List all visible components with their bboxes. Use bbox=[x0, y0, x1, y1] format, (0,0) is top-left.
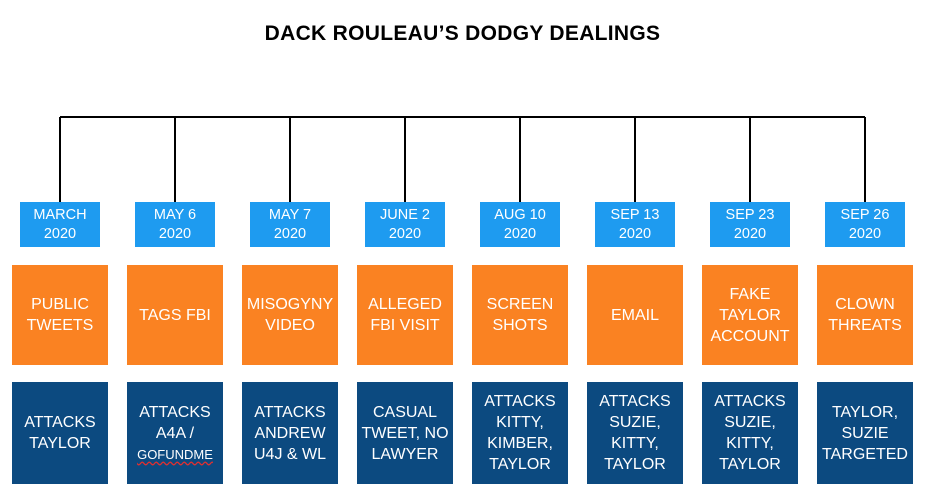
result-box-line: ATTACKS bbox=[24, 414, 96, 431]
date-label-line: 2020 bbox=[388, 225, 422, 242]
result-box-line: TAYLOR bbox=[29, 435, 91, 452]
result-box-line: ATTACKS bbox=[254, 403, 326, 421]
diagram-title: DACK ROULEAU’S DODGY DEALINGS bbox=[264, 22, 661, 45]
result-box-line: KIMBER, bbox=[487, 435, 553, 452]
date-label-line: JUNE 2 bbox=[380, 206, 430, 223]
date-label: MAY 7 2020 bbox=[250, 202, 330, 247]
event-box-line: VIDEO bbox=[265, 317, 315, 334]
date-label-line: 2020 bbox=[848, 225, 882, 242]
date-label-line: 2020 bbox=[43, 225, 77, 242]
date-label-line: 2020 bbox=[273, 225, 307, 242]
result-box: ATTACKS A4A / GOFUNDME bbox=[127, 382, 223, 484]
result-box-line: CASUAL bbox=[372, 403, 437, 421]
date-label-line: 2020 bbox=[733, 225, 767, 242]
result-box-line: TAYLOR bbox=[719, 456, 781, 473]
event-box-line: ACCOUNT bbox=[710, 327, 790, 345]
result-box-line: TAYLOR bbox=[489, 456, 551, 473]
event-box: MISOGYNY VIDEO bbox=[242, 265, 338, 365]
event-box-line: ALLEGED bbox=[368, 296, 442, 313]
event-box: PUBLIC TWEETS bbox=[12, 265, 108, 365]
result-box-line: SUZIE, bbox=[609, 414, 661, 431]
result-box-line: SUZIE bbox=[841, 424, 889, 442]
event-box: CLOWN THREATS bbox=[817, 265, 913, 365]
result-box-line: ATTACKS bbox=[714, 393, 786, 410]
event-box-line: MISOGYNY bbox=[246, 296, 334, 313]
result-box-line: KITTY, bbox=[496, 414, 544, 431]
event-box-line: TAGS FBI bbox=[139, 306, 211, 324]
date-label-line: MAY 6 bbox=[153, 206, 197, 223]
event-box-line: PUBLIC bbox=[31, 296, 89, 313]
result-box-line: TAYLOR, bbox=[831, 403, 899, 421]
event-box-line: SCREEN bbox=[486, 296, 554, 313]
result-box-line: ATTACKS bbox=[139, 403, 211, 421]
result-box: ATTACKS TAYLOR bbox=[12, 382, 108, 484]
event-box-line: TAYLOR bbox=[719, 306, 781, 324]
event-box-line: EMAIL bbox=[610, 306, 659, 324]
result-box-line: ATTACKS bbox=[484, 393, 556, 410]
result-box-line: TAYLOR bbox=[604, 456, 666, 473]
date-label: MAY 6 2020 bbox=[135, 202, 215, 247]
result-box: ATTACKS KITTY, KIMBER, TAYLOR bbox=[472, 382, 568, 484]
event-box-line: SHOTS bbox=[492, 317, 548, 334]
date-label-line: AUG 10 bbox=[494, 206, 546, 223]
date-label: SEP 13 2020 bbox=[595, 202, 675, 247]
event-box: ALLEGED FBI VISIT bbox=[357, 265, 453, 365]
event-box: EMAIL bbox=[587, 265, 683, 365]
result-box-line: ANDREW bbox=[254, 424, 326, 442]
date-label: AUG 10 2020 bbox=[480, 202, 560, 247]
event-box: TAGS FBI bbox=[127, 265, 223, 365]
result-box: ATTACKS SUZIE, KITTY, TAYLOR bbox=[702, 382, 798, 484]
result-box-line: KITTY, bbox=[611, 435, 659, 452]
event-box-line: FAKE bbox=[729, 285, 771, 303]
event-box-line: CLOWN bbox=[835, 296, 895, 313]
result-box-line: TWEET, NO bbox=[361, 424, 449, 442]
result-box-line: A4A / bbox=[155, 424, 195, 442]
event-box: SCREEN SHOTS bbox=[472, 265, 568, 365]
result-box-line: TARGETED bbox=[822, 445, 908, 463]
event-box: FAKE TAYLOR ACCOUNT bbox=[702, 265, 798, 365]
date-label-line: 2020 bbox=[503, 225, 537, 242]
result-box: ATTACKS SUZIE, KITTY, TAYLOR bbox=[587, 382, 683, 484]
result-box: TAYLOR, SUZIE TARGETED bbox=[817, 382, 913, 484]
date-label: JUNE 2 2020 bbox=[365, 202, 445, 247]
date-label-line: SEP 26 bbox=[840, 206, 890, 223]
date-label-line: MAY 7 bbox=[268, 206, 312, 223]
result-box-line: SUZIE, bbox=[724, 414, 776, 431]
event-box-line: THREATS bbox=[828, 317, 902, 334]
result-box: CASUAL TWEET, NO LAWYER bbox=[357, 382, 453, 484]
event-box-line: FBI VISIT bbox=[370, 317, 440, 334]
date-label: MARCH 2020 bbox=[20, 202, 100, 247]
date-label: SEP 23 2020 bbox=[710, 202, 790, 247]
result-box: ATTACKS ANDREW U4J & WL bbox=[242, 382, 338, 484]
result-box-line: LAWYER bbox=[371, 445, 439, 463]
date-label-line: SEP 13 bbox=[610, 206, 660, 223]
result-box-line: U4J & WL bbox=[253, 445, 326, 463]
date-label-line: 2020 bbox=[618, 225, 652, 242]
date-label-line: SEP 23 bbox=[725, 206, 775, 223]
result-box-line: KITTY, bbox=[726, 435, 774, 452]
result-box-line: GOFUNDME bbox=[137, 446, 213, 462]
date-label-line: MARCH bbox=[33, 206, 87, 223]
result-box-line: ATTACKS bbox=[599, 393, 671, 410]
event-box-line: TWEETS bbox=[26, 317, 94, 334]
date-label: SEP 26 2020 bbox=[825, 202, 905, 247]
date-label-line: 2020 bbox=[158, 225, 192, 242]
